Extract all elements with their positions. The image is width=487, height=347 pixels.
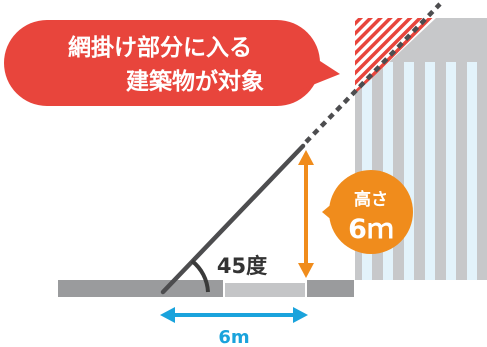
callout-bubble: 網掛け部分に入る 建築物が対象 bbox=[4, 20, 340, 106]
callout-line-1: 網掛け部分に入る bbox=[68, 34, 252, 61]
distance-arrow-head-left bbox=[160, 307, 175, 323]
setback-line bbox=[160, 143, 306, 295]
window-column bbox=[425, 62, 435, 280]
distance-arrow bbox=[160, 307, 308, 323]
callout-line-2: 建築物が対象 bbox=[126, 68, 264, 95]
ground-left bbox=[58, 280, 223, 297]
badge-circle bbox=[329, 170, 413, 254]
angle-arc bbox=[190, 259, 210, 293]
window-column bbox=[467, 62, 477, 280]
window-column bbox=[383, 62, 393, 280]
callout-shape bbox=[4, 20, 320, 106]
ground-right bbox=[307, 280, 354, 297]
height-arrow bbox=[298, 150, 314, 278]
ground bbox=[58, 280, 354, 297]
window-column bbox=[446, 62, 456, 280]
height-value: 6ｍ bbox=[348, 214, 394, 245]
height-badge: 高さ 6ｍ bbox=[322, 170, 413, 254]
distance-arrow-head-right bbox=[293, 307, 308, 323]
angle-label: 45度 bbox=[217, 254, 267, 278]
height-arrow-head-top bbox=[298, 150, 314, 165]
window-column bbox=[404, 62, 414, 280]
callout-tail bbox=[300, 48, 340, 90]
height-arrow-head-bottom bbox=[298, 263, 314, 278]
distance-label: 6m bbox=[218, 327, 249, 347]
height-label: 高さ bbox=[354, 189, 388, 210]
ground-road bbox=[225, 283, 305, 297]
